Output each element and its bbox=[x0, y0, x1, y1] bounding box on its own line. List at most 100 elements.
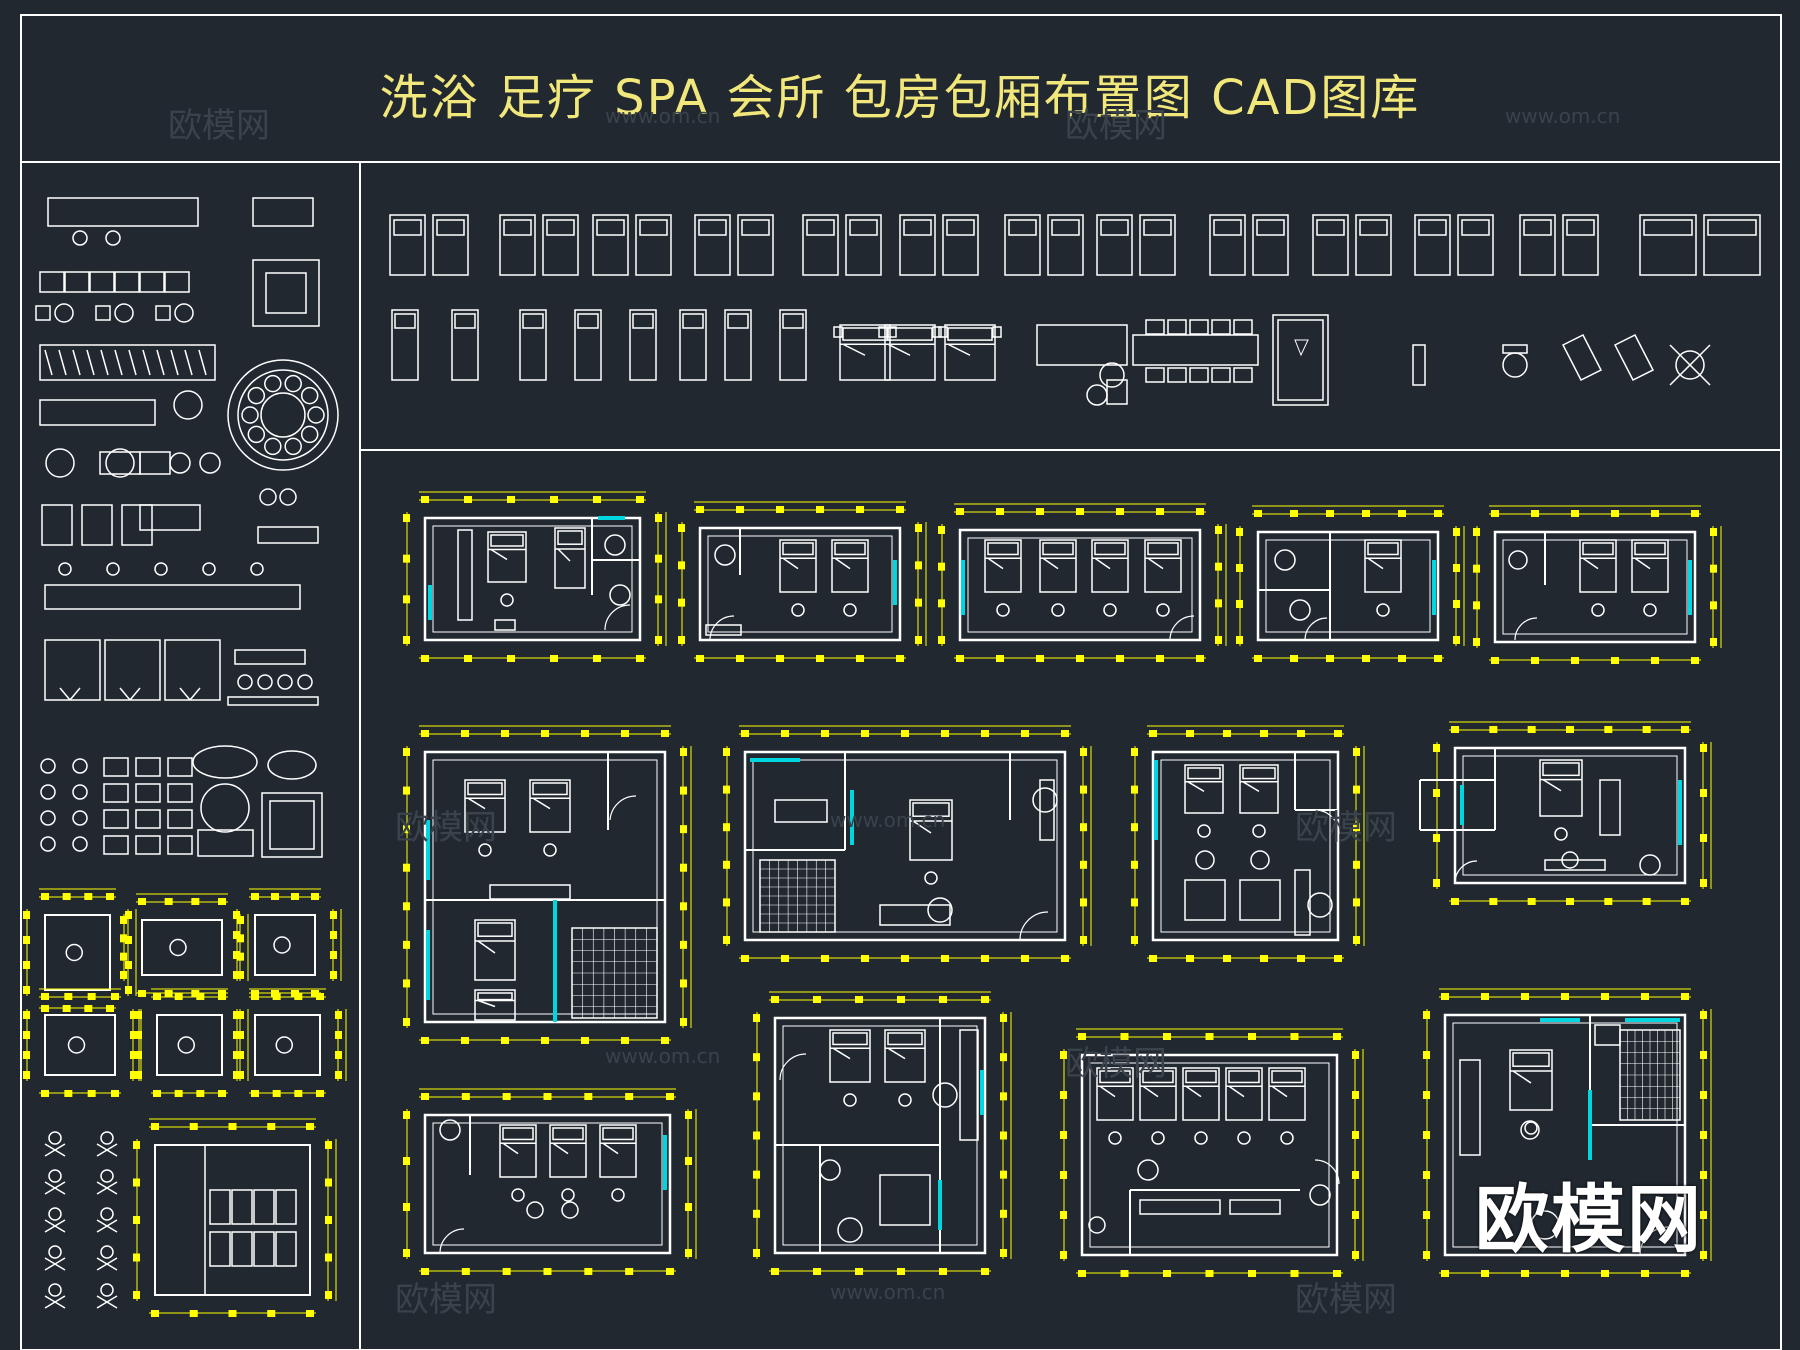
dimension-tick bbox=[1036, 508, 1044, 515]
stool-symbol bbox=[843, 1093, 857, 1107]
dimension-tick bbox=[1489, 898, 1498, 905]
chair-symbol bbox=[41, 504, 73, 546]
dimension-tick bbox=[956, 508, 964, 515]
shower-stall bbox=[164, 639, 221, 701]
outline bbox=[938, 326, 948, 338]
dimension-tick bbox=[938, 599, 945, 608]
bed-symbol bbox=[549, 1124, 587, 1178]
dimension-tick bbox=[1000, 1249, 1007, 1257]
dimension-tick bbox=[655, 514, 662, 522]
dimension-tick bbox=[464, 496, 472, 503]
blanket-fold bbox=[947, 343, 971, 356]
dimension-tick bbox=[1353, 860, 1360, 869]
dimension-tick bbox=[1681, 1270, 1689, 1277]
door-swing bbox=[1514, 617, 1538, 641]
dimension-tick bbox=[723, 860, 730, 869]
dimension-tick bbox=[856, 506, 864, 513]
dimension-tick bbox=[461, 730, 469, 737]
blanket-fold bbox=[490, 548, 508, 561]
pillow bbox=[1242, 767, 1276, 780]
desk bbox=[1036, 324, 1128, 366]
exterior-wall bbox=[423, 750, 667, 1024]
dimension-tick bbox=[1236, 600, 1243, 608]
dimension-tick bbox=[1566, 898, 1574, 905]
bed-frame bbox=[529, 779, 571, 833]
dimension-tick bbox=[1156, 508, 1164, 515]
dimension-tick bbox=[678, 561, 685, 570]
line bbox=[142, 349, 151, 376]
dimension-tick bbox=[666, 1093, 674, 1100]
pillow bbox=[454, 313, 476, 329]
dimension-tick bbox=[403, 514, 410, 522]
dimension-tick bbox=[1260, 730, 1268, 737]
outline bbox=[167, 835, 193, 855]
dimension-tick bbox=[1521, 993, 1529, 1000]
dimension-tick bbox=[1491, 510, 1499, 517]
dimension-tick bbox=[272, 1090, 281, 1097]
dimension-tick bbox=[680, 863, 687, 872]
bathroom-plan bbox=[254, 1014, 321, 1076]
pillow bbox=[947, 327, 993, 341]
figure-limb bbox=[44, 1257, 66, 1271]
dimension-tick bbox=[1642, 898, 1651, 905]
bed-frame bbox=[1184, 764, 1224, 814]
dimension-tick bbox=[41, 893, 49, 900]
dimension-tick bbox=[62, 893, 71, 900]
dimension-tick bbox=[680, 786, 687, 795]
dimension-tick bbox=[23, 986, 30, 994]
interior-wall bbox=[1265, 539, 1431, 633]
dimension-tick bbox=[1236, 528, 1243, 536]
bed-small bbox=[679, 309, 707, 381]
pool-table bbox=[1272, 314, 1329, 406]
figure-symbol bbox=[48, 1131, 62, 1145]
bed-symbol bbox=[1144, 539, 1182, 593]
pillow bbox=[522, 313, 544, 329]
stool-symbol bbox=[843, 603, 857, 617]
floor-plan-room-5 bbox=[1473, 505, 1722, 664]
dimension-tick bbox=[1163, 1033, 1171, 1040]
blanket-fold bbox=[1512, 1070, 1532, 1084]
blanket-fold bbox=[1228, 1085, 1245, 1098]
dimension-tick bbox=[325, 1178, 332, 1187]
stool-symbol bbox=[1197, 824, 1211, 838]
round-table-inner bbox=[260, 392, 306, 438]
bed-symbol bbox=[1091, 539, 1129, 593]
dimension-tick bbox=[267, 1310, 276, 1317]
dimension-lines bbox=[403, 1088, 697, 1275]
figure-symbol bbox=[48, 1169, 62, 1183]
dimension-tick bbox=[1131, 860, 1138, 869]
fixture bbox=[1032, 787, 1058, 813]
dimension-tick bbox=[736, 506, 744, 513]
dimension-tick bbox=[1076, 655, 1084, 662]
chair-symbol bbox=[241, 406, 259, 424]
dimension-tick bbox=[23, 1011, 30, 1019]
furniture bbox=[1139, 1199, 1221, 1215]
locker-symbol bbox=[139, 271, 165, 293]
symbol-recliner-pair bbox=[1096, 214, 1176, 276]
dimension-tick bbox=[897, 1268, 905, 1275]
line bbox=[1669, 344, 1711, 386]
long-counter-symbol bbox=[44, 584, 301, 610]
symbol-recliner bbox=[629, 309, 657, 381]
dimension-tick bbox=[1681, 726, 1689, 733]
bed-symbol bbox=[909, 799, 953, 861]
door-swing bbox=[609, 795, 637, 821]
fixture bbox=[1250, 850, 1270, 870]
dimension-tick bbox=[1604, 898, 1613, 905]
interior-wall bbox=[707, 535, 893, 633]
dimension-tick bbox=[135, 1071, 142, 1079]
furniture bbox=[879, 904, 951, 926]
dimension-tick bbox=[421, 1037, 429, 1044]
round-table-outer bbox=[227, 359, 339, 471]
dimension-tick bbox=[1710, 564, 1717, 573]
dimension-tick bbox=[1196, 508, 1204, 515]
dimension-tick bbox=[189, 1123, 198, 1130]
dimension-tick bbox=[1423, 1171, 1430, 1179]
circle bbox=[202, 562, 216, 576]
dimension-tick bbox=[218, 898, 226, 905]
dimension-tick bbox=[1060, 1171, 1067, 1179]
dimension-tick bbox=[228, 1123, 237, 1130]
outline bbox=[269, 800, 315, 850]
dimension-tick bbox=[251, 993, 259, 1000]
